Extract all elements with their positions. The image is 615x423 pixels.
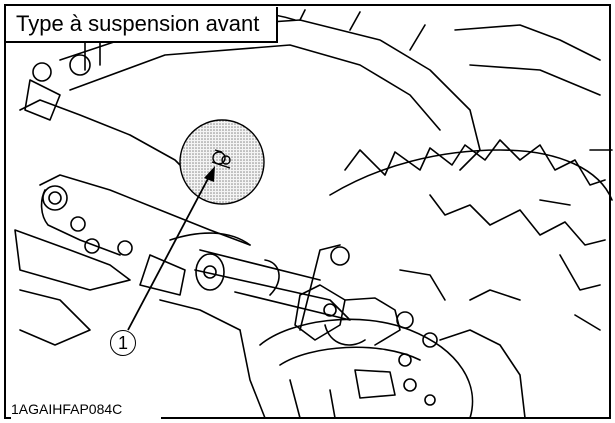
figure-border <box>4 4 611 419</box>
grease-fitting-detail <box>211 149 231 169</box>
figure-title: Type à suspension avant <box>6 7 278 43</box>
figure-reference-code: 1AGAIHFAP084C <box>11 398 161 420</box>
callout-number: 1 <box>110 330 136 356</box>
callout-leader <box>127 166 215 331</box>
